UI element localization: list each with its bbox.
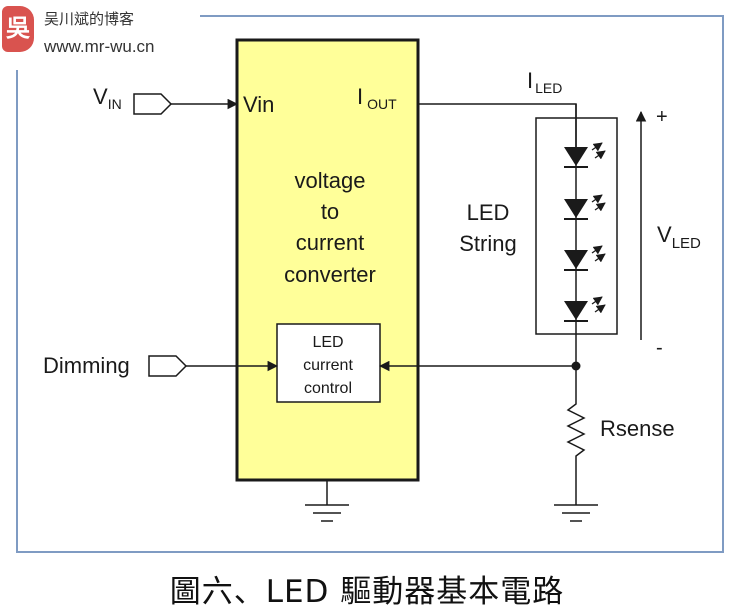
converter-line-1: voltage	[295, 168, 366, 193]
vled-label: VLED	[657, 222, 701, 252]
current-control-box	[276, 323, 381, 403]
vin-input-connector	[133, 93, 173, 115]
led-string-label-1: LED	[467, 200, 510, 225]
vled-minus: -	[656, 337, 663, 359]
led-3	[564, 245, 606, 271]
dimming-input-connector	[148, 355, 188, 377]
vled-plus: +	[656, 106, 668, 128]
vin-label: VIN	[93, 84, 122, 112]
ctrl-line-1: LED	[312, 334, 343, 351]
rsense-label: Rsense	[600, 416, 675, 441]
led-2	[564, 194, 606, 220]
diagram-border	[16, 15, 724, 553]
led-string-label-2: String	[459, 231, 516, 256]
converter-line-2: to	[321, 199, 339, 224]
ground-symbol-converter	[305, 480, 349, 522]
blog-logo: 吳	[2, 6, 34, 52]
led-1	[564, 142, 606, 168]
ctrl-line-3: control	[304, 380, 352, 397]
ground-symbol-rsense	[554, 504, 598, 522]
rsense-resistor	[566, 366, 586, 505]
dimming-label: Dimming	[43, 353, 130, 378]
figure-caption: 圖六、LED 驅動器基本電路	[169, 574, 565, 610]
led-4	[564, 296, 606, 322]
blog-name: 吴川斌的博客	[44, 10, 135, 28]
watermark: 吳 吴川斌的博客 www.mr-wu.cn	[0, 0, 200, 70]
converter-line-4: converter	[284, 262, 376, 287]
blog-url[interactable]: www.mr-wu.cn	[44, 37, 155, 56]
ctrl-line-2: current	[303, 357, 353, 374]
vin-pin-label: Vin	[243, 92, 274, 117]
iout-wire	[418, 103, 577, 148]
converter-line-3: current	[296, 230, 364, 255]
